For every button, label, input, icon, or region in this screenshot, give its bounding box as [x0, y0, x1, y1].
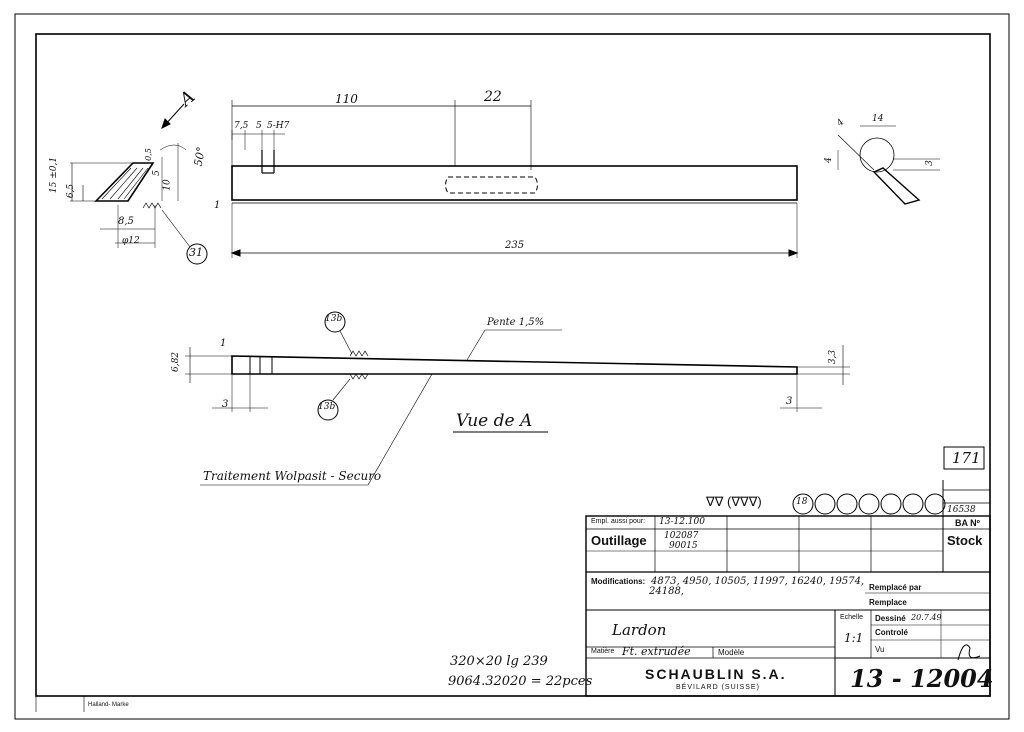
empl-label: Empl. aussi pour:: [591, 518, 646, 525]
outillage-label: Outillage: [591, 533, 647, 548]
remplace-par-label: Remplacé par: [869, 583, 922, 592]
ref-number: 16538: [947, 505, 976, 515]
modifications-label: Modifications:: [591, 577, 646, 586]
handnote-line-2: 9064.32020 = 22pces: [448, 674, 593, 689]
finish-circles: [792, 493, 946, 515]
dim-3-detail: 3: [924, 160, 935, 166]
drawing-number: 13 - 12004: [850, 664, 994, 693]
dim-10: 10: [162, 179, 173, 191]
dim-4b: 4: [823, 157, 834, 163]
stamp-box: [943, 446, 985, 470]
dim-22: 22: [484, 89, 502, 105]
dim-6-82: 6,82: [171, 351, 182, 373]
dim-7-5: 7,5: [234, 121, 249, 131]
dim-0-5: 0,5: [143, 148, 153, 161]
echelle-value: 1:1: [844, 631, 864, 645]
dim-5: 5: [151, 170, 162, 176]
outer-border: [14, 13, 1010, 720]
margin-box: [35, 696, 85, 712]
balloon-31: 31: [189, 246, 203, 259]
side-view: [185, 311, 850, 486]
dim-110: 110: [335, 92, 358, 106]
designation: Lardon: [612, 621, 667, 639]
vue-de-a-label: Vue de A: [456, 411, 533, 431]
modifications-value: 4873, 4950, 10505, 11997, 16240, 19574,: [651, 576, 865, 587]
signature-scribble: [957, 644, 981, 661]
top-view: [230, 100, 799, 258]
bar-outline: [231, 165, 798, 201]
treatment-label: Traitement Wolpasit - Securo: [203, 469, 382, 483]
modele-label: Modèle: [718, 648, 745, 657]
balloon-13b-bottom: 13b: [318, 402, 336, 412]
title-block-grid: [585, 480, 991, 697]
matiere-label: Matière: [591, 648, 615, 655]
pente-label: Pente 1,5%: [487, 317, 545, 328]
dessine-label: Dessiné: [875, 614, 906, 623]
dim-3-left: 3: [222, 399, 229, 410]
finish-mark-side: 1: [220, 338, 227, 349]
dim-5a: 5: [256, 121, 262, 131]
modifications-value-2: 24188,: [649, 586, 684, 597]
detail-view: [837, 125, 940, 205]
margin-text: Halland- Marke: [88, 702, 129, 708]
finish-mark-1: 1: [214, 200, 221, 211]
stamp-number: 171: [952, 449, 981, 467]
empl-value: 13-12.100: [659, 517, 705, 527]
finish-balloon-18: 18: [796, 497, 808, 507]
finish-symbols: ∇∇ (∇∇∇): [706, 494, 762, 509]
company-city: BÉVILARD (SUISSE): [676, 684, 760, 691]
dim-235: 235: [505, 240, 525, 251]
controle-label: Controlé: [875, 628, 908, 637]
section-profile: [70, 103, 208, 265]
company-name: SCHAUBLIN S.A.: [645, 666, 787, 682]
matiere-value: Ft. extrudée: [622, 645, 691, 658]
dim-14: 14: [872, 114, 884, 124]
handnote-line-1: 320×20 lg 239: [450, 654, 548, 669]
dim-6-5: 6,5: [66, 183, 77, 199]
dim-8-5: 8,5: [118, 216, 134, 227]
balloon-13b-top: 13b: [325, 314, 343, 324]
stock-label: Stock: [947, 533, 983, 548]
dim-3-3: 3,3: [828, 349, 839, 365]
ba-label: BA Nº: [955, 518, 980, 528]
echelle-label: Echelle: [840, 614, 863, 621]
vu-label: Vu: [875, 645, 885, 654]
outillage-value-1: 102087: [664, 531, 699, 541]
dim-12: φ12: [122, 236, 140, 246]
dim-3-right: 3: [786, 396, 793, 407]
dim-5h7: 5-H7: [267, 121, 290, 131]
dim-15: 15 ±0,1: [49, 156, 60, 194]
dessine-value: 20.7.49: [911, 613, 942, 622]
remplace-label: Remplace: [869, 598, 907, 607]
outillage-value-2: 90015: [669, 541, 698, 551]
drawing-frame: [35, 33, 991, 697]
